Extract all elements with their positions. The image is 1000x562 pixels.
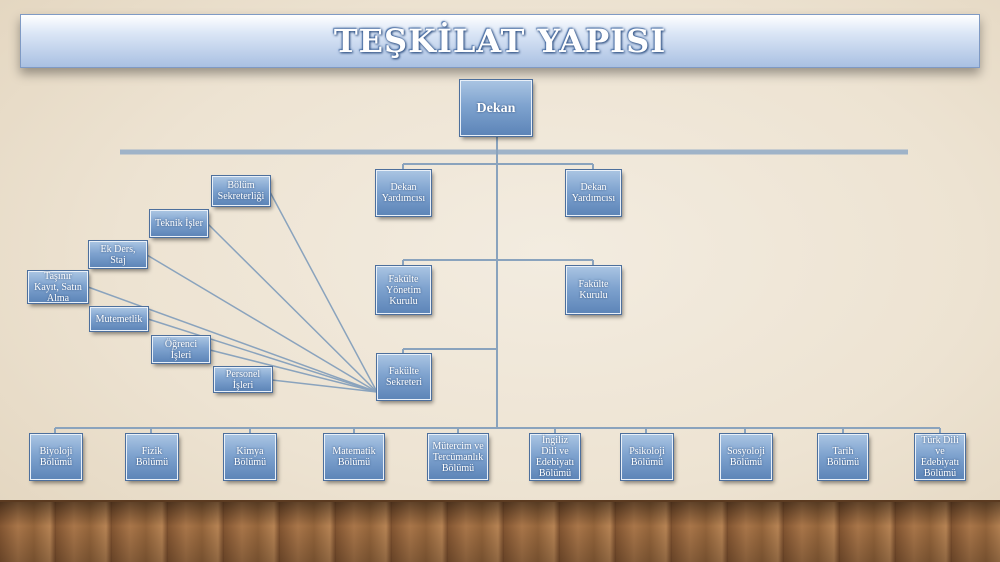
node-bolum-sekreterligi: Bölüm Sekreterliği xyxy=(211,175,271,207)
node-department: Fizik Bölümü xyxy=(125,433,179,481)
node-personel-isleri: Personel İşleri xyxy=(213,366,273,393)
node-department: Türk Dili ve Edebiyatı Bölümü xyxy=(914,433,966,481)
floor-edge xyxy=(0,500,1000,503)
node-fakulte-yonetim-kurulu: Fakülte Yönetim Kurulu xyxy=(375,265,432,315)
page-title: TEŞKİLAT YAPISI xyxy=(333,22,667,60)
node-mutemetlik: Mutemetlik xyxy=(89,306,149,332)
node-department: Kimya Bölümü xyxy=(223,433,277,481)
node-ogrenci-isleri: Öğrenci İşleri xyxy=(151,335,211,364)
node-fakulte-sekreteri: Fakülte Sekreteri xyxy=(376,353,432,401)
node-department: Matematik Bölümü xyxy=(323,433,385,481)
node-department: Tarih Bölümü xyxy=(817,433,869,481)
node-department: Sosyoloji Bölümü xyxy=(719,433,773,481)
node-fakulte-kurulu: Fakülte Kurulu xyxy=(565,265,622,315)
wooden-floor xyxy=(0,502,1000,562)
node-department: Biyoloji Bölümü xyxy=(29,433,83,481)
node-department: Psikoloji Bölümü xyxy=(620,433,674,481)
title-banner: TEŞKİLAT YAPISI xyxy=(20,14,980,68)
node-ek-ders-staj: Ek Ders, Staj xyxy=(88,240,148,269)
node-department: Mütercim ve Tercümanlık Bölümü xyxy=(427,433,489,481)
node-dekan-yardimcisi-2: Dekan Yardımcısı xyxy=(565,169,622,217)
node-department: İngiliz Dili ve Edebiyatı Bölümü xyxy=(529,433,581,481)
node-dekan-yardimcisi-1: Dekan Yardımcısı xyxy=(375,169,432,217)
node-dekan: Dekan xyxy=(459,79,533,137)
node-teknik-isler: Teknik İşler xyxy=(149,209,209,238)
node-tasinir-kayit: Taşınır Kayıt, Satın Alma xyxy=(27,270,89,304)
floor-shadow xyxy=(0,502,1000,562)
